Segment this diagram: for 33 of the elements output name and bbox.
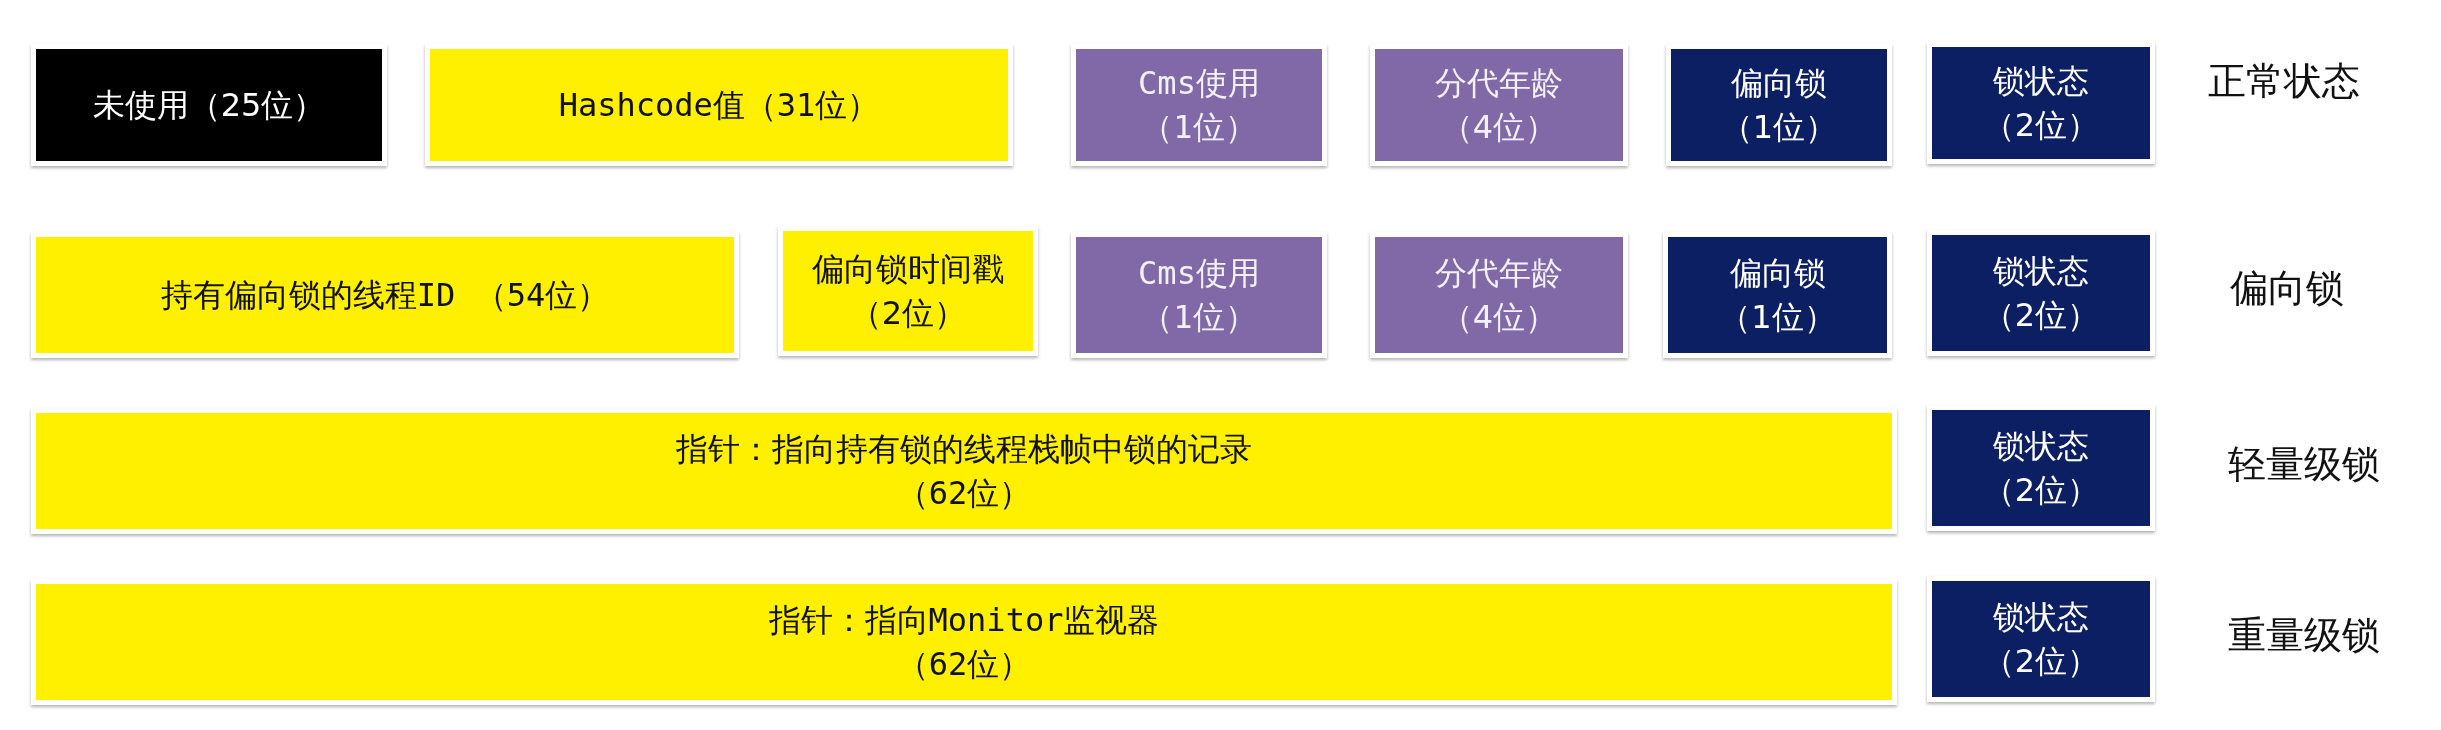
bit-count: （2位）: [1982, 641, 2100, 682]
field-name: 指针：指向持有锁的线程栈帧中锁的记录: [676, 429, 1252, 470]
bit-count: （2位）: [849, 293, 967, 334]
field-label: 未使用（25位）: [92, 85, 326, 126]
field-name: Cms使用: [1138, 253, 1260, 294]
field-name: 分代年龄: [1435, 253, 1563, 294]
field-name: 锁状态: [1993, 251, 2089, 292]
field-name: 分代年龄: [1435, 63, 1563, 104]
row-label: 正常状态: [2208, 58, 2360, 105]
bit-count: （1位）: [1141, 107, 1257, 148]
bit-count: （4位）: [1440, 107, 1558, 148]
row-label: 偏向锁: [2230, 265, 2344, 312]
field-label: Hashcode值（31位）: [558, 85, 880, 126]
field-name: 锁状态: [1993, 61, 2089, 102]
field-name: Cms使用: [1138, 63, 1260, 104]
bit-count: （2位）: [1982, 470, 2100, 511]
bit-count: （4位）: [1440, 297, 1558, 338]
field-name: 偏向锁: [1731, 63, 1827, 104]
field-name: 指针：指向Monitor监视器: [768, 600, 1160, 641]
bit-count: （2位）: [1982, 295, 2100, 336]
field-name: 锁状态: [1993, 597, 2089, 638]
bit-count: （62位）: [896, 644, 1032, 685]
bit-count: （1位）: [1720, 107, 1838, 148]
bit-count: （62位）: [896, 473, 1032, 514]
field-name: 偏向锁: [1729, 253, 1826, 294]
bit-count: （1位）: [1141, 297, 1257, 338]
row-label: 轻量级锁: [2228, 441, 2380, 488]
field-label: 持有偏向锁的线程ID （54位）: [160, 275, 610, 316]
field-name: 锁状态: [1993, 426, 2089, 467]
bit-count: （2位）: [1982, 105, 2100, 146]
row-label: 重量级锁: [2228, 612, 2380, 659]
field-name: 偏向锁时间戳: [812, 249, 1004, 290]
bit-count: （1位）: [1719, 297, 1836, 338]
